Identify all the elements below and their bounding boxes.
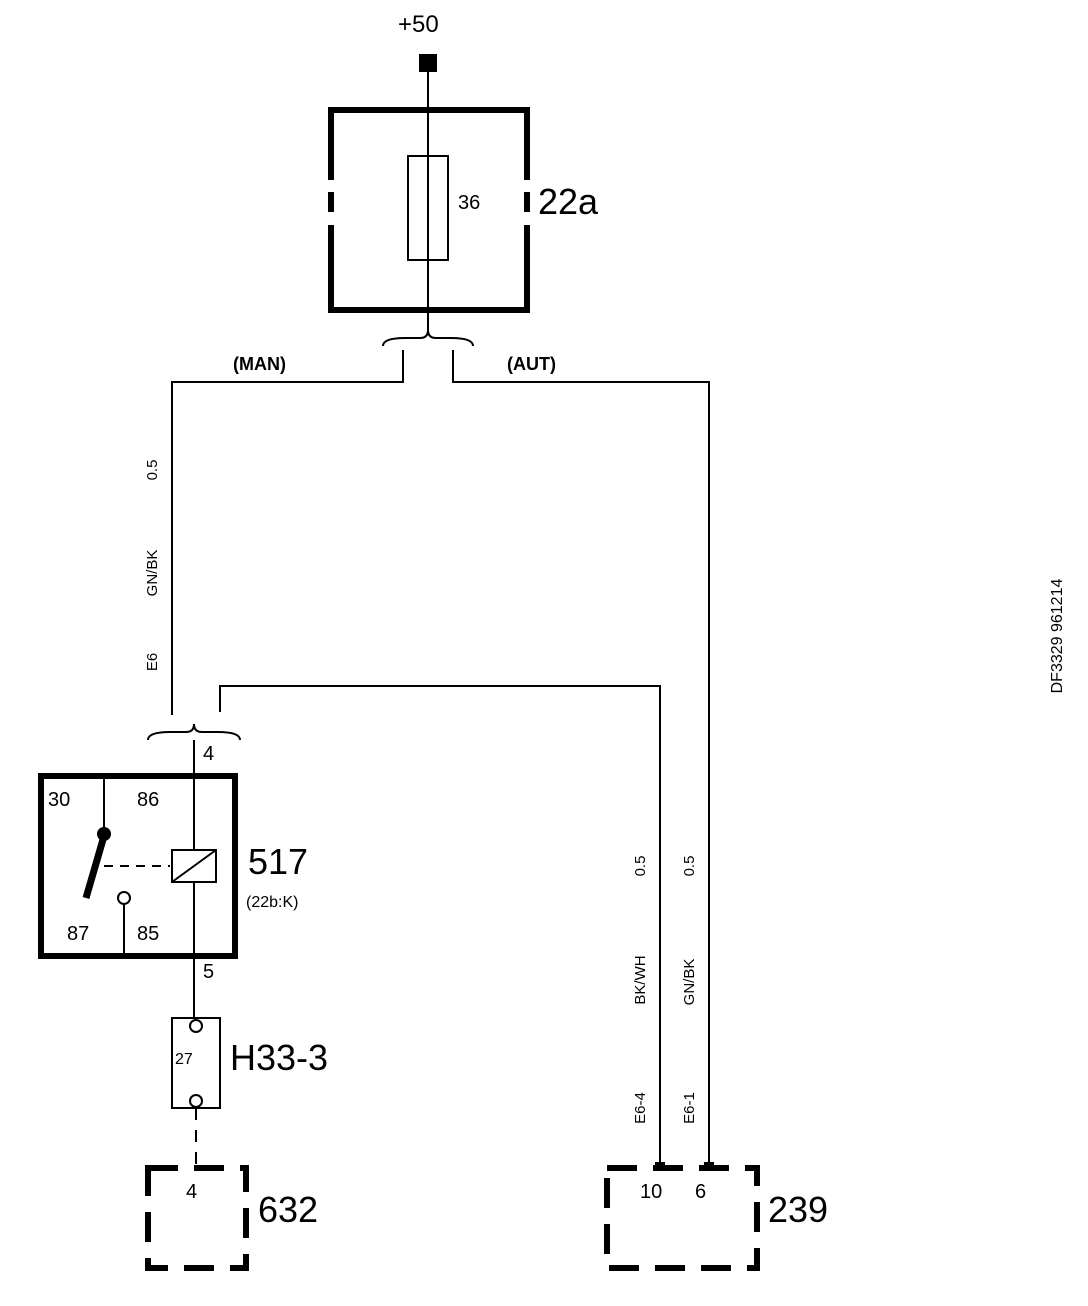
wire-gnbk-code: E6-1 [681,1092,698,1124]
module-239-label: 239 [768,1189,828,1230]
connector-h33-pin: 27 [175,1051,193,1068]
wire-bkwh-code: E6-4 [632,1092,649,1124]
connector-h33-label: H33-3 [230,1037,328,1078]
module-632-label: 632 [258,1189,318,1230]
wire-bkwh-color: BK/WH [632,955,649,1004]
wire-man-color: GN/BK [144,550,161,597]
wire-man [171,350,404,715]
relay-517 [38,773,238,959]
relay-label: 517 [248,841,308,882]
variant-brace-relay [147,723,241,741]
relay-pin-85: 85 [137,923,159,945]
module-239-pin-b: 6 [695,1181,706,1203]
relay-sublabel: (22b:K) [246,894,298,911]
fuse-box-22a [328,107,530,335]
relay-in-pin: 4 [203,743,214,765]
relay-switch-arm [82,835,108,899]
relay-pin-87: 87 [67,923,89,945]
fuse-number: 36 [458,192,480,214]
wire-man-code: E6 [144,653,161,671]
module-239-box [604,1165,760,1271]
wire-man-size: 0.5 [144,460,161,481]
wire-gnbk-color: GN/BK [681,959,698,1006]
doc-reference: DF3329 961214 [1049,579,1066,694]
connector-h33-3 [171,1017,221,1109]
relay-pin-30: 30 [48,789,70,811]
supply-label: +50 [398,11,439,38]
wire-gnbk-size: 0.5 [681,856,698,877]
module-239-pin-a: 10 [640,1181,662,1203]
branch-label-man: (MAN) [233,354,286,374]
fuse-box-label: 22a [538,181,599,222]
variant-brace-top [382,329,474,347]
wire-aut [452,350,710,1168]
module-632-box [145,1165,249,1271]
wire-bkwh-size: 0.5 [632,856,649,877]
relay-out-pin: 5 [203,961,214,983]
supply-terminal [419,54,437,72]
relay-pin-86: 86 [137,789,159,811]
branch-label-aut: (AUT) [507,354,556,374]
module-632-pin: 4 [186,1181,197,1203]
wire-bkwh [219,685,661,1168]
